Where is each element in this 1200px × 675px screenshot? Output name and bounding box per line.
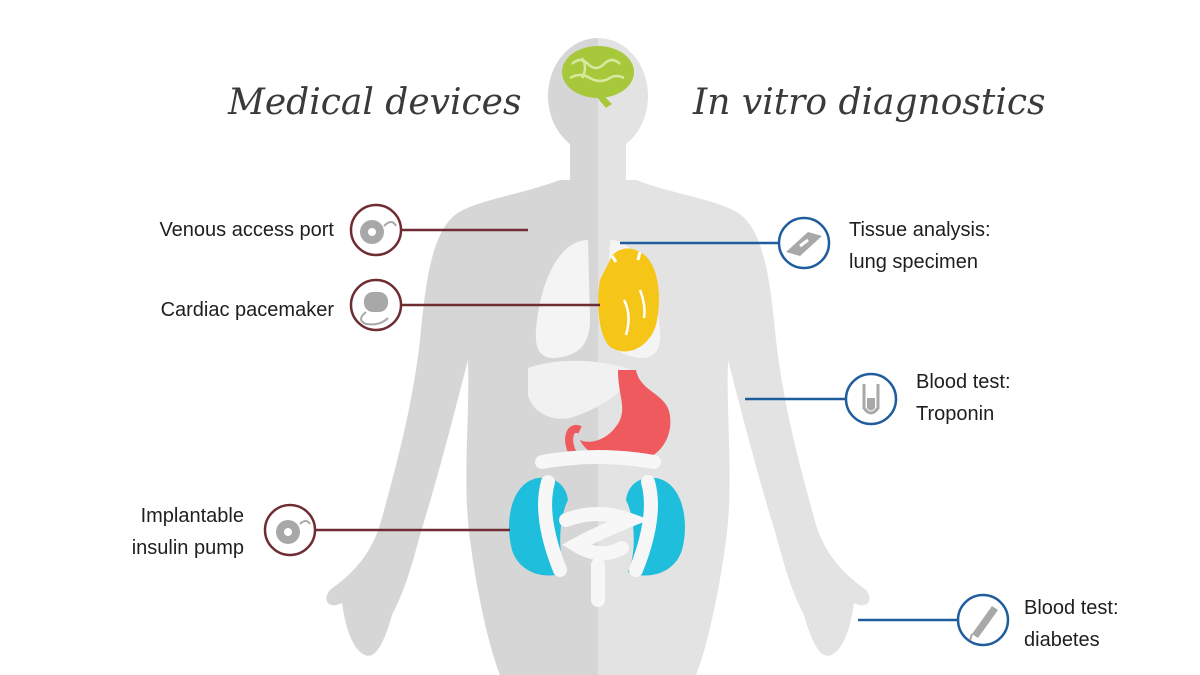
label-cardiac-pacemaker: Cardiac pacemaker — [160, 299, 334, 321]
label-implantable-insulin-pump: Implantable insulin pump — [131, 505, 244, 559]
intestines-icon — [535, 450, 661, 607]
microscope-slide-icon — [777, 216, 831, 270]
label-venous-access-port: Venous access port — [159, 219, 334, 241]
label-tissue-analysis: Tissue analysis: lung specimen — [849, 219, 991, 273]
brain-icon — [562, 46, 634, 108]
in-vitro-diagnostics-heading: In vitro diagnostics — [693, 82, 1046, 123]
insulin-pump-icon — [263, 503, 317, 557]
test-tube-icon — [844, 372, 898, 426]
venous-port-icon — [349, 203, 403, 257]
heart-icon — [598, 248, 659, 352]
label-blood-test-diabetes: Blood test: diabetes — [1024, 597, 1119, 651]
liver-icon — [528, 360, 636, 419]
lancet-pen-icon — [956, 593, 1010, 647]
pacemaker-icon — [349, 278, 403, 332]
medical-devices-heading: Medical devices — [228, 82, 522, 123]
label-blood-test-troponin: Blood test: Troponin — [916, 371, 1011, 425]
